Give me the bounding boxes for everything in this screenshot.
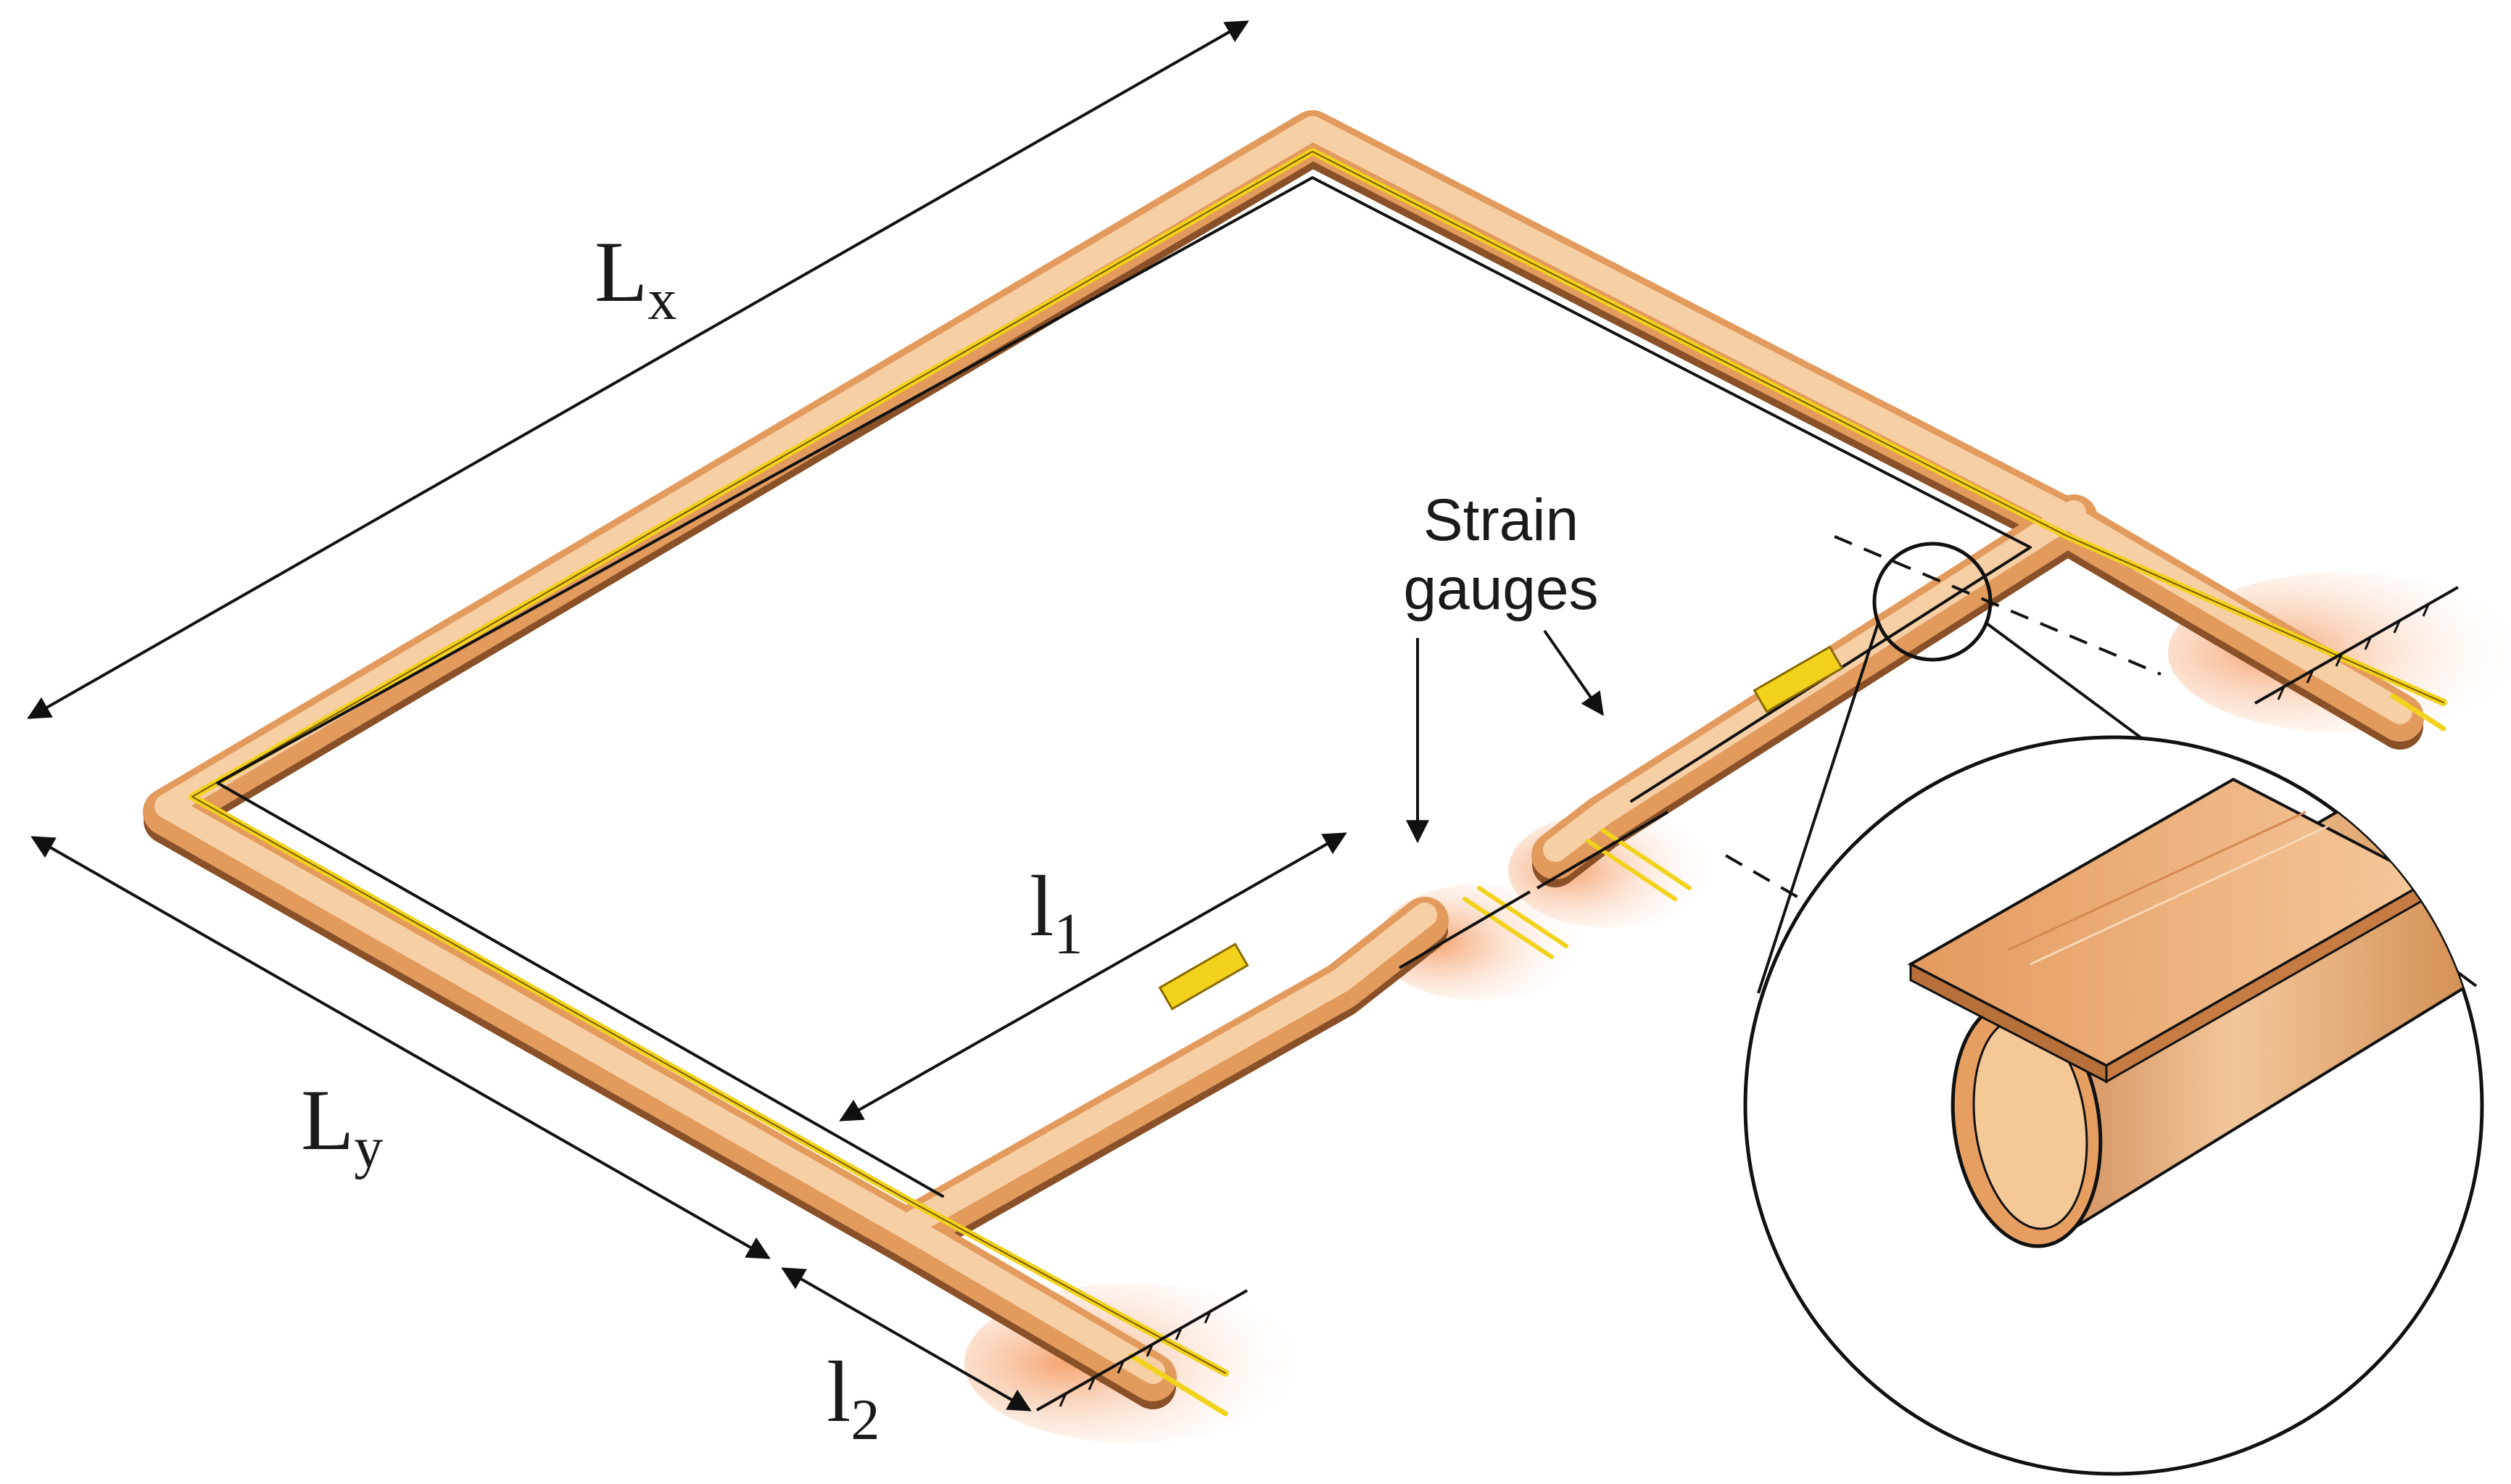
arrow-lx [27,20,1249,719]
zoom-source-circle [1872,542,1993,662]
arrow-gauge-2 [1543,629,1604,716]
arrow-ly [30,836,771,1259]
zoom-plate-stripe [2008,811,2307,951]
ground-hatching [1036,586,2459,1412]
arrow-l1 [839,832,1347,1122]
section-axis [1834,535,2162,676]
label-l1: l1 [1030,858,1083,966]
label-gauges: gauges [1403,556,1598,622]
zoom-tangent-left [1757,623,1879,994]
strain-gauge-pad-2 [1753,645,1844,713]
arrow-l2 [781,1267,1032,1412]
label-lx: Lx [595,223,677,332]
strain-gauge-pad-1 [1158,942,1249,1011]
dimension-arrows [27,20,1604,1412]
label-ly: Ly [301,1071,383,1180]
label-l2: l2 [827,1343,880,1452]
zoom-plate-stripe-2 [2030,825,2328,966]
label-strain: Strain [1423,487,1579,553]
labels: Lx Ly l1 l2 Strain gauges [301,223,1599,1452]
